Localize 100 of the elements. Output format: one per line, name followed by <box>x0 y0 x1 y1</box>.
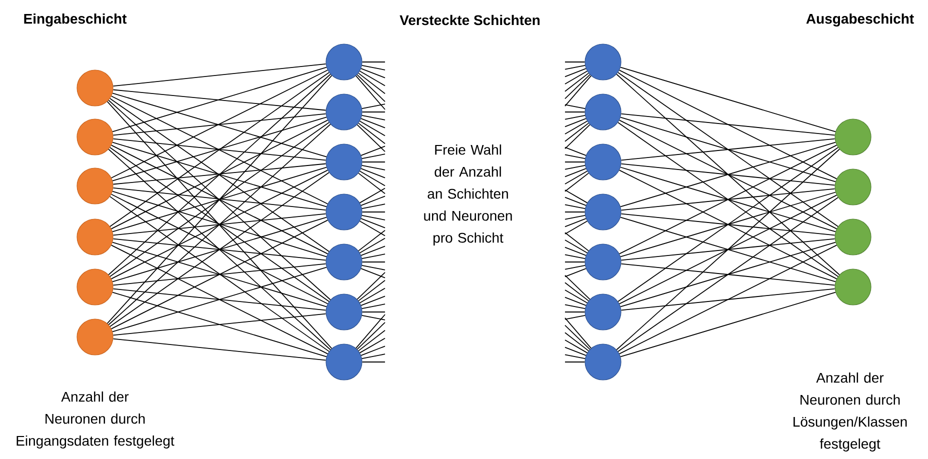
connection-line <box>110 196 330 352</box>
connection-line <box>110 220 328 330</box>
connection-line <box>112 89 326 111</box>
connection-line <box>108 74 331 276</box>
connection-line <box>564 315 586 320</box>
connection-line <box>110 147 330 302</box>
connection-line <box>564 165 586 170</box>
connection-line <box>110 144 328 254</box>
connection-line <box>618 72 838 227</box>
connection-line <box>618 244 838 354</box>
connection-line <box>620 216 836 282</box>
connection-line <box>362 315 386 320</box>
connection-line <box>110 244 328 354</box>
connection-line <box>359 188 386 204</box>
connection-line <box>564 282 589 302</box>
connection-line <box>112 242 327 308</box>
connection-line <box>564 215 586 220</box>
neuron-circle <box>584 144 622 180</box>
connection-line <box>112 63 326 87</box>
connection-line <box>112 66 327 132</box>
connection-line <box>112 263 326 286</box>
connection-line <box>564 154 586 159</box>
connection-line <box>360 118 386 128</box>
neuron-circle <box>326 44 362 80</box>
connection-line <box>362 265 386 270</box>
connection-line <box>362 254 386 259</box>
connection-line <box>564 196 586 206</box>
connection-line <box>564 120 588 134</box>
connection-line <box>112 216 327 282</box>
connection-line <box>618 144 838 254</box>
connection-line <box>564 118 586 128</box>
connection-line <box>362 204 386 209</box>
connection-line <box>564 72 589 92</box>
neuron-circle <box>834 168 872 206</box>
connection-line <box>112 213 326 236</box>
connection-line <box>112 338 326 361</box>
connection-line <box>356 74 386 102</box>
neuron-circle <box>584 294 622 330</box>
connection-line <box>358 330 386 352</box>
connection-line <box>112 190 327 258</box>
connection-line <box>564 265 586 270</box>
neuron-circle <box>76 218 114 256</box>
connection-line <box>362 65 386 70</box>
connection-line <box>112 116 327 182</box>
connection-line <box>620 166 836 232</box>
connection-line <box>564 254 586 259</box>
connection-line <box>362 115 386 120</box>
neuron-circle <box>584 244 622 280</box>
connection-line <box>358 122 386 144</box>
connection-line <box>564 246 586 256</box>
connection-line <box>360 168 386 178</box>
connection-line <box>108 148 331 350</box>
connection-line <box>359 338 386 354</box>
connection-line <box>564 122 589 142</box>
connection-line <box>108 100 331 300</box>
connection-line <box>360 346 386 356</box>
connection-line <box>620 163 836 186</box>
connection-line <box>618 120 838 230</box>
connection-line <box>564 340 588 354</box>
connection-line <box>564 124 590 150</box>
neuron-circle <box>76 318 114 356</box>
connection-line <box>564 204 586 209</box>
connection-line <box>564 70 588 84</box>
layer-heading: Eingabeschicht <box>24 13 127 27</box>
connection-line <box>356 124 386 152</box>
connection-line <box>620 238 836 261</box>
connection-line <box>620 113 836 136</box>
connection-line <box>110 170 328 280</box>
connection-line <box>356 322 386 350</box>
neuron-circle <box>584 194 622 230</box>
connection-line <box>620 288 836 311</box>
connection-line <box>112 313 326 336</box>
connection-line <box>359 220 386 236</box>
connection-line <box>112 138 326 161</box>
neuron-circle <box>584 344 622 380</box>
connection-line <box>112 142 327 208</box>
connection-line <box>564 290 588 304</box>
connection-line <box>564 296 586 306</box>
connection-line <box>362 215 386 220</box>
neuron-circle <box>326 294 362 330</box>
connection-line <box>564 220 588 234</box>
connection-line <box>360 268 386 278</box>
connection-line <box>106 75 332 324</box>
neuron-circle <box>76 70 114 106</box>
layer-heading: Ausgabeschicht <box>806 13 914 27</box>
neuron-circle <box>326 144 362 180</box>
connection-line <box>362 165 386 170</box>
connection-line <box>112 187 326 211</box>
neuron-circle <box>834 268 872 306</box>
connection-line <box>620 242 836 308</box>
connection-line <box>620 213 836 236</box>
neuron-circle <box>834 118 872 156</box>
connection-line <box>564 104 586 109</box>
connection-line <box>564 74 590 100</box>
connection-line <box>360 296 386 306</box>
connection-line <box>620 263 836 286</box>
connection-line <box>564 268 586 278</box>
connection-line <box>620 292 836 358</box>
connection-line <box>564 354 586 359</box>
neuron-circle <box>834 218 872 256</box>
